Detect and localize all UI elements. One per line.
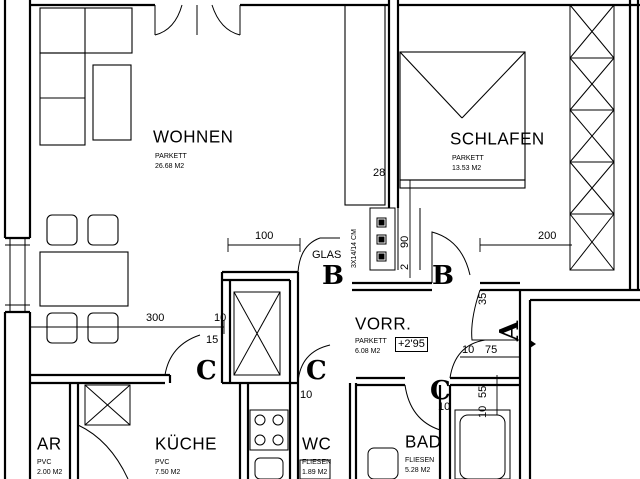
door-label-c-wc: C	[306, 356, 327, 386]
room-floor-kueche: PVC	[155, 459, 170, 466]
dim-10-mid: 10	[462, 344, 475, 356]
dim-10-top: 10	[214, 312, 227, 324]
dim-90: 90	[399, 235, 411, 248]
dim-2: 2	[399, 263, 411, 270]
dim-300: 300	[146, 312, 165, 324]
bed	[399, 51, 526, 189]
stove	[249, 409, 289, 479]
room-name-wc: WC	[302, 433, 332, 454]
door-swings	[77, 231, 520, 479]
corridor-cupboard	[233, 291, 281, 376]
door-label-b-left: B	[322, 261, 344, 291]
room-name-kueche: KÜCHE	[155, 433, 218, 454]
room-name-bad: BAD	[405, 431, 442, 452]
dim-200: 200	[538, 230, 557, 242]
dim-100: 100	[255, 230, 274, 242]
wardrobe-right	[569, 4, 615, 271]
door-label-a: A	[495, 320, 526, 342]
room-name-wohnen: WOHNEN	[153, 126, 234, 147]
kitchen-cupboard	[84, 384, 131, 426]
room-floor-ar: PVC	[37, 459, 52, 466]
cabinet-left	[344, 4, 386, 206]
room-floor-wc: FLIESEN	[302, 459, 332, 466]
dim-75: 75	[485, 344, 498, 356]
level-marker: +2'95	[395, 337, 428, 352]
dining-set	[39, 214, 129, 344]
room-area-schlafen: 13.53 M2	[452, 165, 482, 172]
dim-28: 28	[373, 167, 386, 179]
room-area-vorr: 6.08 M2	[355, 348, 381, 355]
dim-10-bath: 10	[477, 405, 489, 418]
room-name-vorr: VORR.	[355, 313, 412, 334]
dim-35: 35	[477, 292, 489, 305]
room-name-schlafen: SCHLAFEN	[450, 128, 545, 149]
door-label-c-kitchen: C	[196, 356, 217, 386]
door-label-c-bad: C	[430, 376, 451, 406]
balcony-door	[154, 4, 241, 36]
dimension-lines	[29, 180, 572, 415]
arrow-marker	[530, 340, 536, 348]
shaft-note: 3X14/14 CM	[351, 229, 358, 268]
room-floor-bad: FLIESEN	[405, 457, 435, 464]
room-name-ar: AR	[37, 433, 62, 454]
room-area-wc: 1.89 M2	[302, 469, 328, 476]
room-floor-wohnen: PARKETT	[155, 153, 187, 160]
room-floor-vorr: PARKETT	[355, 338, 387, 345]
sanitary	[299, 409, 511, 479]
dim-15: 15	[206, 334, 219, 346]
sofa	[39, 7, 133, 146]
room-area-kueche: 7.50 M2	[155, 469, 181, 476]
room-floor-schlafen: PARKETT	[452, 155, 484, 162]
glas-note: GLAS	[312, 249, 342, 261]
room-area-wohnen: 26.68 M2	[155, 163, 185, 170]
shaft	[369, 207, 421, 271]
dim-10-wc: 10	[300, 389, 313, 401]
room-area-ar: 2.00 M2	[37, 469, 63, 476]
dim-55: 55	[477, 385, 489, 398]
dim-10-bad: 10	[438, 401, 451, 413]
room-area-bad: 5.28 M2	[405, 467, 431, 474]
door-label-b-right: B	[432, 261, 454, 291]
